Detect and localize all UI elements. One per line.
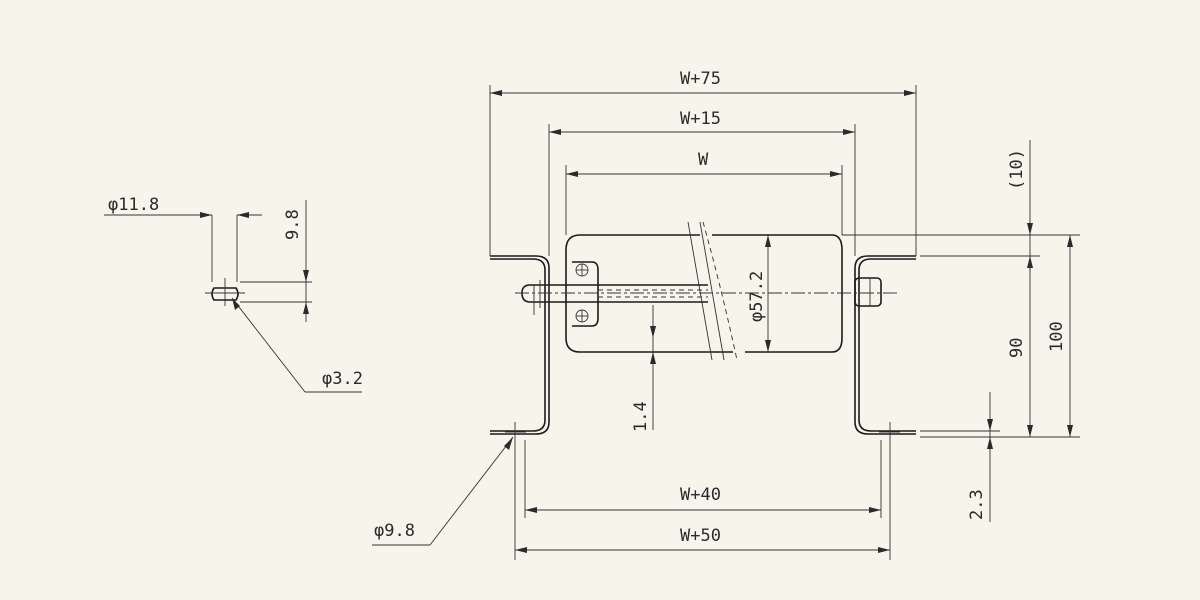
d32-leader — [231, 297, 306, 393]
d98-hole-arrow — [504, 437, 513, 450]
d98-hole-leader — [429, 436, 514, 546]
shaft-end-left — [521, 284, 531, 303]
w40-label: W+40 — [680, 485, 721, 505]
roller-tube-left — [565, 234, 733, 353]
w15-label: W+15 — [680, 109, 721, 129]
paren10-arrow-top — [1027, 223, 1033, 235]
shaft-end-right — [854, 277, 882, 307]
t23-label: 2.3 — [967, 489, 987, 520]
vertical-dimensions: (10) 90 100 2.3 — [842, 140, 1080, 522]
shaft-section — [211, 287, 239, 301]
thickness-14-dim: 1.4 — [631, 305, 656, 432]
w75-label: W+75 — [680, 69, 721, 89]
w50-arrow-left — [515, 547, 527, 553]
d118-label: φ11.8 — [108, 195, 159, 215]
break-line-1 — [687, 221, 713, 361]
shaft-section-detail: φ11.8 9.8 φ3.2 — [104, 195, 363, 393]
t23-arrow-bottom — [987, 437, 993, 449]
shaft-pin-left — [533, 280, 541, 315]
paren10-label: (10) — [1007, 149, 1027, 190]
d32-label: φ3.2 — [322, 369, 363, 389]
break-line-hidden — [702, 221, 738, 361]
h100-arrow-top — [1067, 235, 1073, 247]
roller-assembly — [490, 221, 916, 560]
roller-tube-right — [712, 234, 843, 353]
w50-label: W+50 — [680, 526, 721, 546]
break-line-2 — [699, 221, 725, 361]
w15-arrow-right — [843, 129, 855, 135]
d98-hole-label: φ9.8 — [374, 521, 415, 541]
left-bracket-inner — [490, 258, 546, 432]
w75-arrow-left — [490, 90, 502, 96]
w75-arrow-right — [904, 90, 916, 96]
d57-label: φ57.2 — [747, 271, 767, 322]
d57-arrow-bottom — [765, 340, 771, 352]
w15-arrow-left — [549, 129, 561, 135]
d98-arrow-bottom — [303, 302, 309, 314]
t14-arrow-bottom — [650, 352, 656, 364]
h100-label: 100 — [1047, 321, 1067, 352]
d118-arrow-right — [237, 212, 249, 218]
w-arrow-left — [566, 171, 578, 177]
roller-diameter-dim: φ57.2 — [747, 235, 771, 352]
w40-arrow-right — [869, 507, 881, 513]
t14-label: 1.4 — [631, 401, 651, 432]
bearing-housing — [572, 261, 599, 327]
hole-d98-leader: φ9.8 — [372, 436, 514, 546]
w40-arrow-left — [525, 507, 537, 513]
w-label: W — [698, 150, 709, 170]
h90-arrow-bottom — [1027, 425, 1033, 437]
h100-arrow-bottom — [1067, 425, 1073, 437]
left-bracket-outer — [490, 255, 550, 435]
right-bracket-outer — [854, 255, 916, 435]
d98-arrow-top — [303, 270, 309, 282]
d118-arrow-left — [200, 212, 212, 218]
w-arrow-right — [830, 171, 842, 177]
right-bracket-inner — [858, 258, 916, 432]
t14-arrow-top — [650, 326, 656, 338]
d57-arrow-top — [765, 235, 771, 247]
horizontal-dimensions: W+75 W+15 W W+40 W+50 — [489, 69, 917, 553]
t23-arrow-top — [987, 419, 993, 431]
h90-label: 90 — [1007, 338, 1027, 358]
d98-label: 9.8 — [283, 209, 303, 240]
w50-arrow-right — [878, 547, 890, 553]
d32-arrow — [232, 298, 240, 310]
